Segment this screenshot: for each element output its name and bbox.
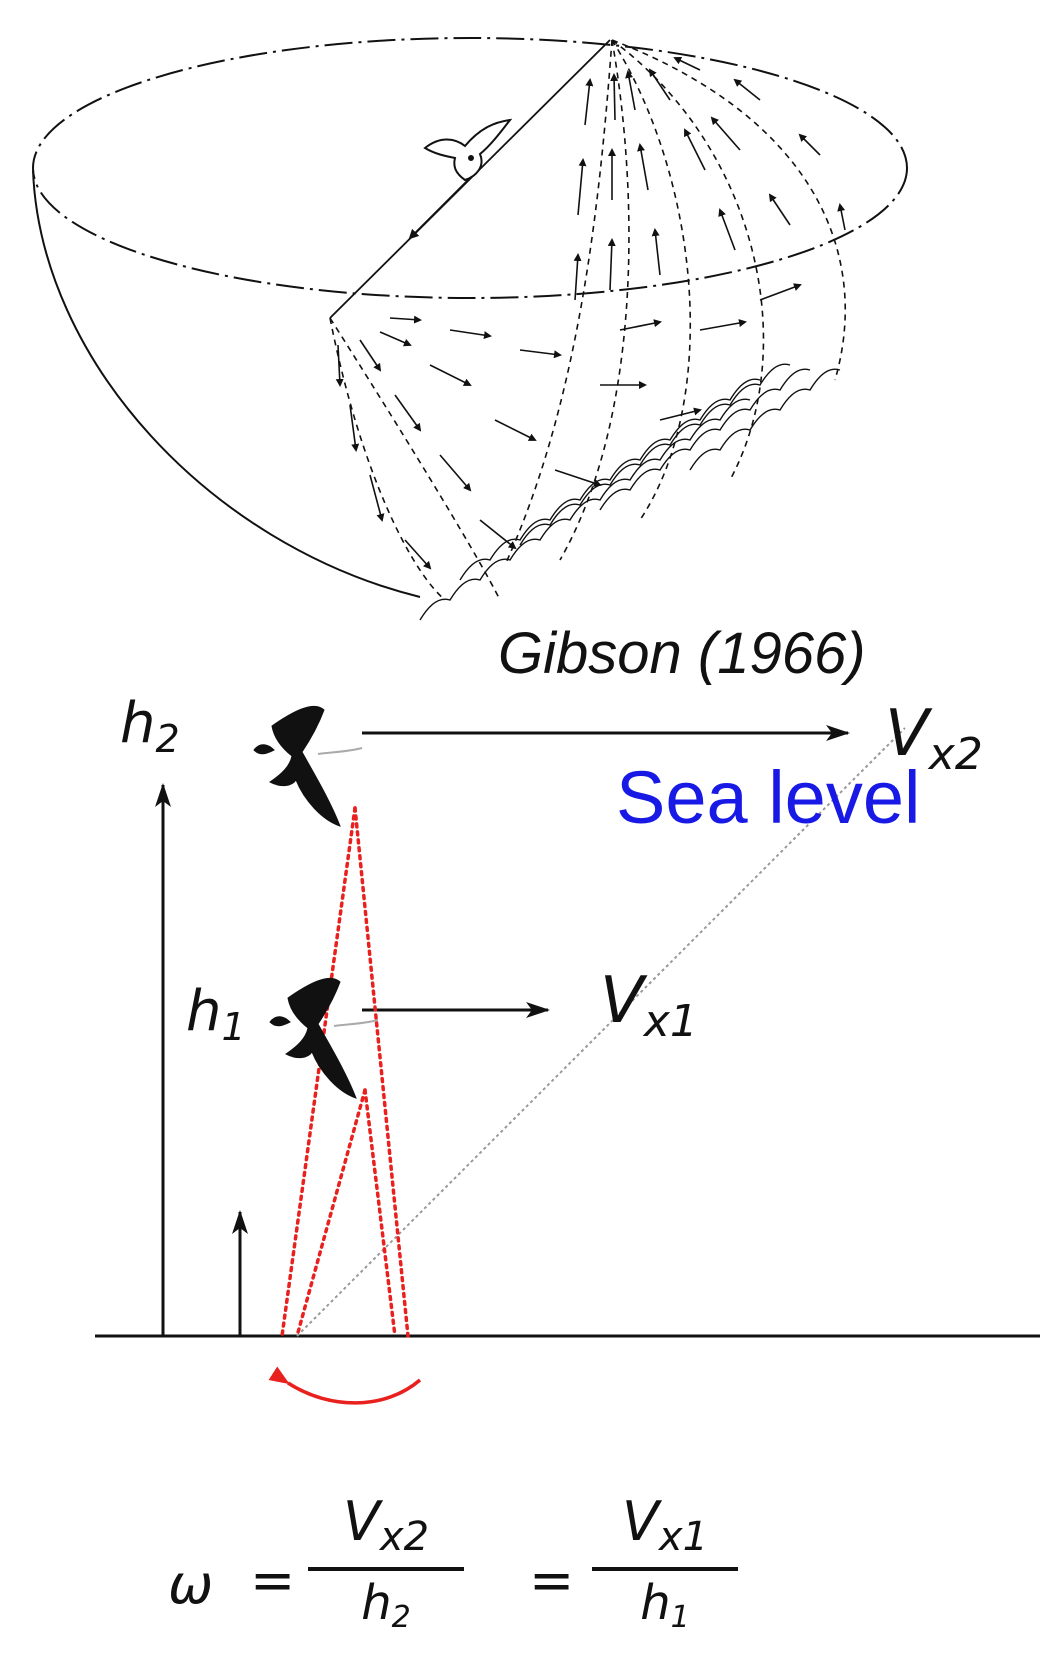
h1-label: h1 xyxy=(186,979,246,1049)
fraction-bar xyxy=(592,1567,738,1571)
gibson-hemisphere-illustration xyxy=(32,37,908,621)
denominator-h: h xyxy=(361,1575,392,1631)
numerator-sub: x1 xyxy=(658,1514,709,1560)
omega-symbol: ω xyxy=(168,1553,214,1616)
source-caption: Gibson (1966) xyxy=(498,621,866,686)
denominator-sub: 1 xyxy=(670,1600,690,1635)
hemisphere-rim xyxy=(32,37,908,299)
numerator-v: V xyxy=(621,1490,659,1553)
numerator-v: V xyxy=(342,1490,380,1553)
fraction-bar xyxy=(308,1567,464,1571)
meridian-lines xyxy=(329,39,846,601)
flow-vectors xyxy=(335,56,846,570)
vx1-label: Vx1 xyxy=(600,964,698,1047)
sea-level-label: Sea level xyxy=(616,756,921,839)
hemisphere-bowl xyxy=(32,169,421,598)
fraction-vx2-over-h2: Vx2 h2 xyxy=(308,1495,464,1633)
vx2-label: Vx2 xyxy=(885,697,983,780)
bird-icon xyxy=(423,118,513,182)
equals-sign: = xyxy=(529,1549,575,1612)
numerator-sub: x2 xyxy=(379,1514,430,1560)
high-bird-icon xyxy=(253,705,363,827)
rotation-arrow xyxy=(268,1366,422,1405)
low-bird-icon xyxy=(269,977,379,1099)
equals-sign: = xyxy=(250,1549,296,1612)
diagonal-reference-line xyxy=(296,727,906,1337)
h2-label: h2 xyxy=(120,691,180,761)
field-of-view-lines xyxy=(280,806,410,1338)
denominator-h: h xyxy=(640,1575,671,1631)
fraction-vx1-over-h1: Vx1 h1 xyxy=(592,1495,738,1633)
denominator-sub: 2 xyxy=(391,1600,411,1635)
ground-texture xyxy=(419,363,841,621)
sea-level-diagram: h2 h1 Vx2 Vx1 xyxy=(95,691,1040,1405)
